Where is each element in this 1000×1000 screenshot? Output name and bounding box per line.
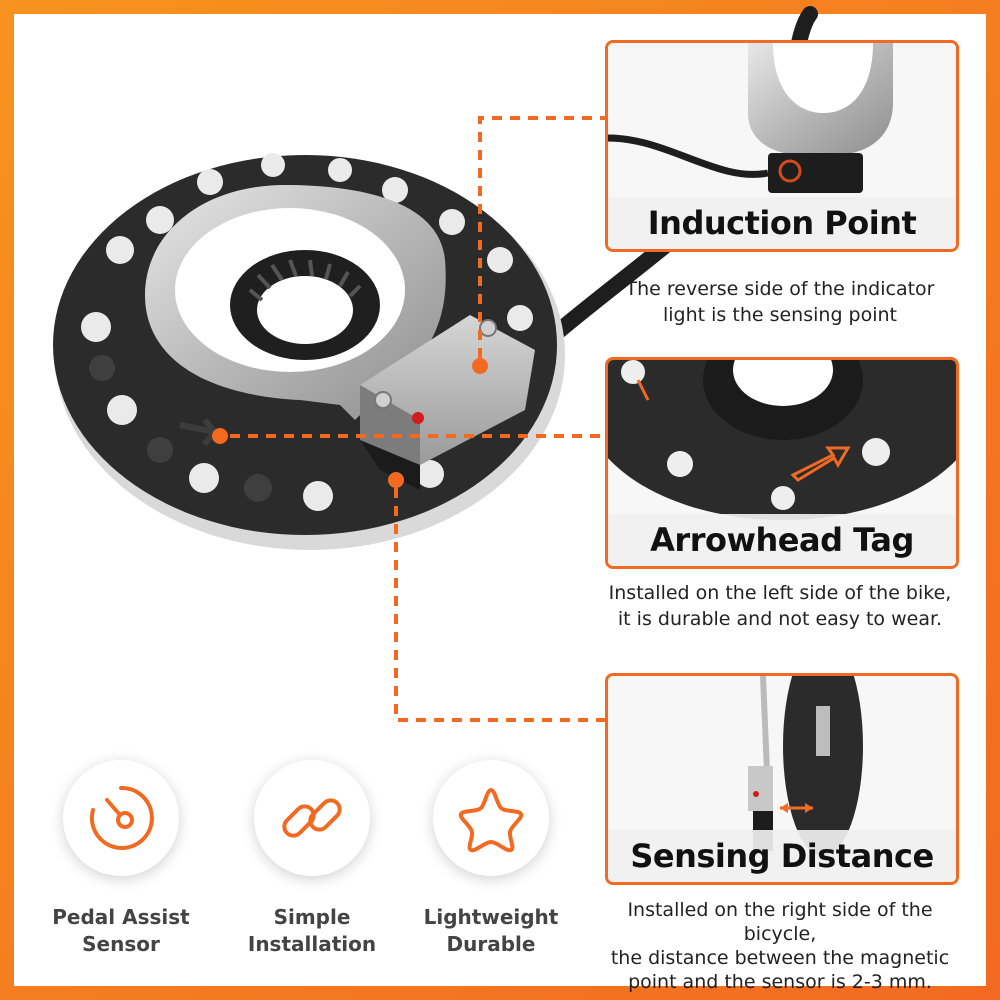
arrowhead-tag-title: Arrowhead Tag — [608, 514, 956, 566]
feature-simple-installation: Simple Installation — [237, 760, 387, 958]
chain-link-icon — [254, 760, 370, 876]
sensing-distance-description: Installed on the right side of the bicyc… — [610, 899, 950, 993]
speedometer-icon — [63, 760, 179, 876]
star-icon — [433, 760, 549, 876]
sensing-distance-title: Sensing Distance — [608, 830, 956, 882]
induction-point-title: Induction Point — [608, 197, 956, 249]
induction-point-description: The reverse side of the indicator light … — [625, 278, 935, 326]
feature-lightweight-durable: Lightweight Durable — [416, 760, 566, 958]
feature-pedal-assist: Pedal Assist Sensor — [46, 760, 196, 958]
arrowhead-tag-description: Installed on the left side of the bike, … — [608, 582, 952, 630]
callout-panel-induction-point: Induction Point — [605, 40, 959, 252]
callout-panel-sensing-distance: Sensing Distance — [605, 673, 959, 885]
callout-panel-arrowhead-tag: Arrowhead Tag — [605, 357, 959, 569]
